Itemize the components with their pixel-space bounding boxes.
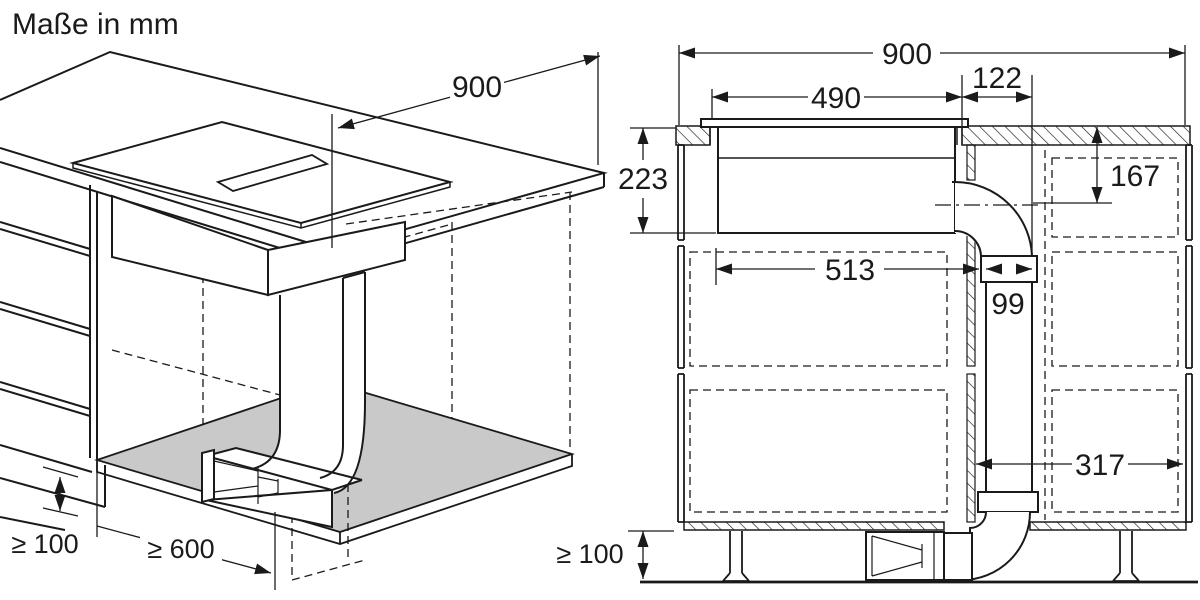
- hob-glass-section: [700, 118, 969, 128]
- dim-label-duct-center: 167: [1110, 160, 1160, 193]
- cabinet-floors-section: [683, 521, 1187, 531]
- cabinet-walls-section: [677, 144, 1193, 523]
- dim-label-hob-body-width: 513: [825, 254, 875, 287]
- countertop-section: [675, 125, 1191, 146]
- exhaust-duct-3d: [201, 271, 366, 529]
- cabinet-legs-section: [640, 531, 1198, 584]
- page-title: Maße in mm: [12, 8, 179, 41]
- dim-duct-width: 99: [986, 263, 1032, 321]
- duct-flange-lower: [977, 491, 1039, 513]
- dim-hob-depth: 223: [618, 127, 716, 234]
- section-view: 900 490 122 223 167: [556, 38, 1198, 584]
- dim-label-cutout-width: 490: [811, 82, 861, 115]
- duct-connector: [943, 532, 973, 581]
- hob-section: [700, 118, 969, 234]
- duct-section: [943, 181, 1039, 581]
- dim-label-plinth-height-section: ≥ 100: [556, 539, 623, 569]
- dim-side-clearance: 317: [976, 449, 1183, 482]
- dim-label-cabinet-depth: ≥ 600: [147, 534, 214, 564]
- duct-end-flange: [201, 448, 215, 504]
- dim-hob-body-width: 513: [715, 248, 979, 287]
- dim-duct-center: 167: [1033, 127, 1160, 204]
- dim-plinth-height: ≥ 100: [11, 466, 79, 559]
- dim-cabinet-depth: ≥ 600: [96, 462, 276, 590]
- dim-plinth-height-section: ≥ 100: [556, 530, 674, 579]
- dim-counter-width: 900: [331, 52, 601, 248]
- dim-label-total-width: 900: [882, 38, 932, 71]
- perspective-view: 900 ≥ 100 ≥ 600: [0, 50, 608, 590]
- blower-unit-section: [865, 531, 945, 581]
- dim-label-duct-offset: 122: [972, 62, 1022, 95]
- dim-label-plinth-height: ≥ 100: [11, 529, 78, 559]
- hidden-edges-front: [291, 250, 366, 581]
- hob-body-section: [717, 126, 956, 234]
- dim-label-duct-width: 99: [991, 288, 1024, 321]
- hob-glass-3d: [69, 120, 454, 229]
- cabinet-front-3d: [0, 185, 106, 531]
- dim-label-side-clearance: 317: [1075, 449, 1125, 482]
- blower-cone-3d: [213, 460, 279, 504]
- dim-label-counter-width: 900: [452, 71, 502, 104]
- dim-label-hob-depth: 223: [618, 163, 668, 196]
- hob-body-3d: [111, 194, 406, 297]
- dim-total-width: 900: [678, 38, 1186, 125]
- air-inlet-slot: [215, 154, 330, 192]
- dim-cutout-width: 490: [711, 75, 963, 145]
- dim-duct-offset: 122: [962, 62, 1033, 256]
- hidden-drawer-boxes: [689, 150, 1179, 520]
